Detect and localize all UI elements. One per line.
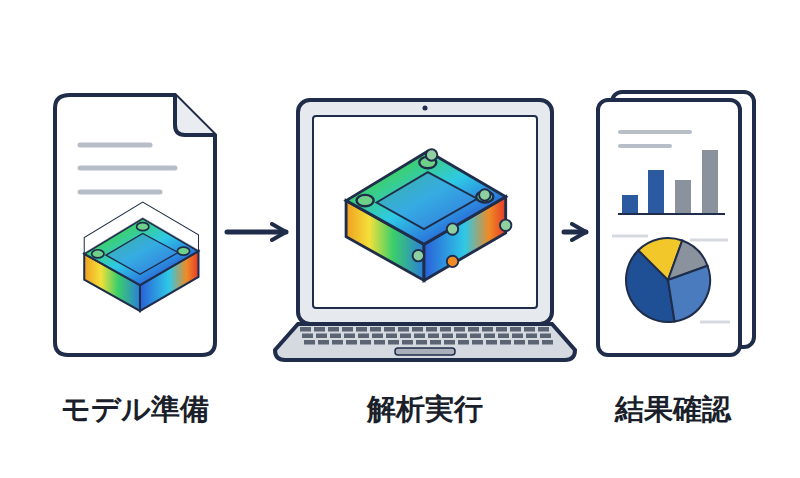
flow-arrow xyxy=(227,230,286,235)
document-icon xyxy=(55,95,215,355)
flow-arrow xyxy=(564,230,586,235)
step-label: 解析実行 xyxy=(367,390,483,430)
laptop-icon xyxy=(275,100,575,360)
report-icon xyxy=(598,92,754,355)
step-panel: 解析実行 xyxy=(298,100,552,430)
step-panel: モデル準備 xyxy=(55,95,215,430)
step-label: モデル準備 xyxy=(61,390,209,430)
step-panel: 結果確認 xyxy=(598,95,748,430)
step-label: 結果確認 xyxy=(615,390,731,430)
